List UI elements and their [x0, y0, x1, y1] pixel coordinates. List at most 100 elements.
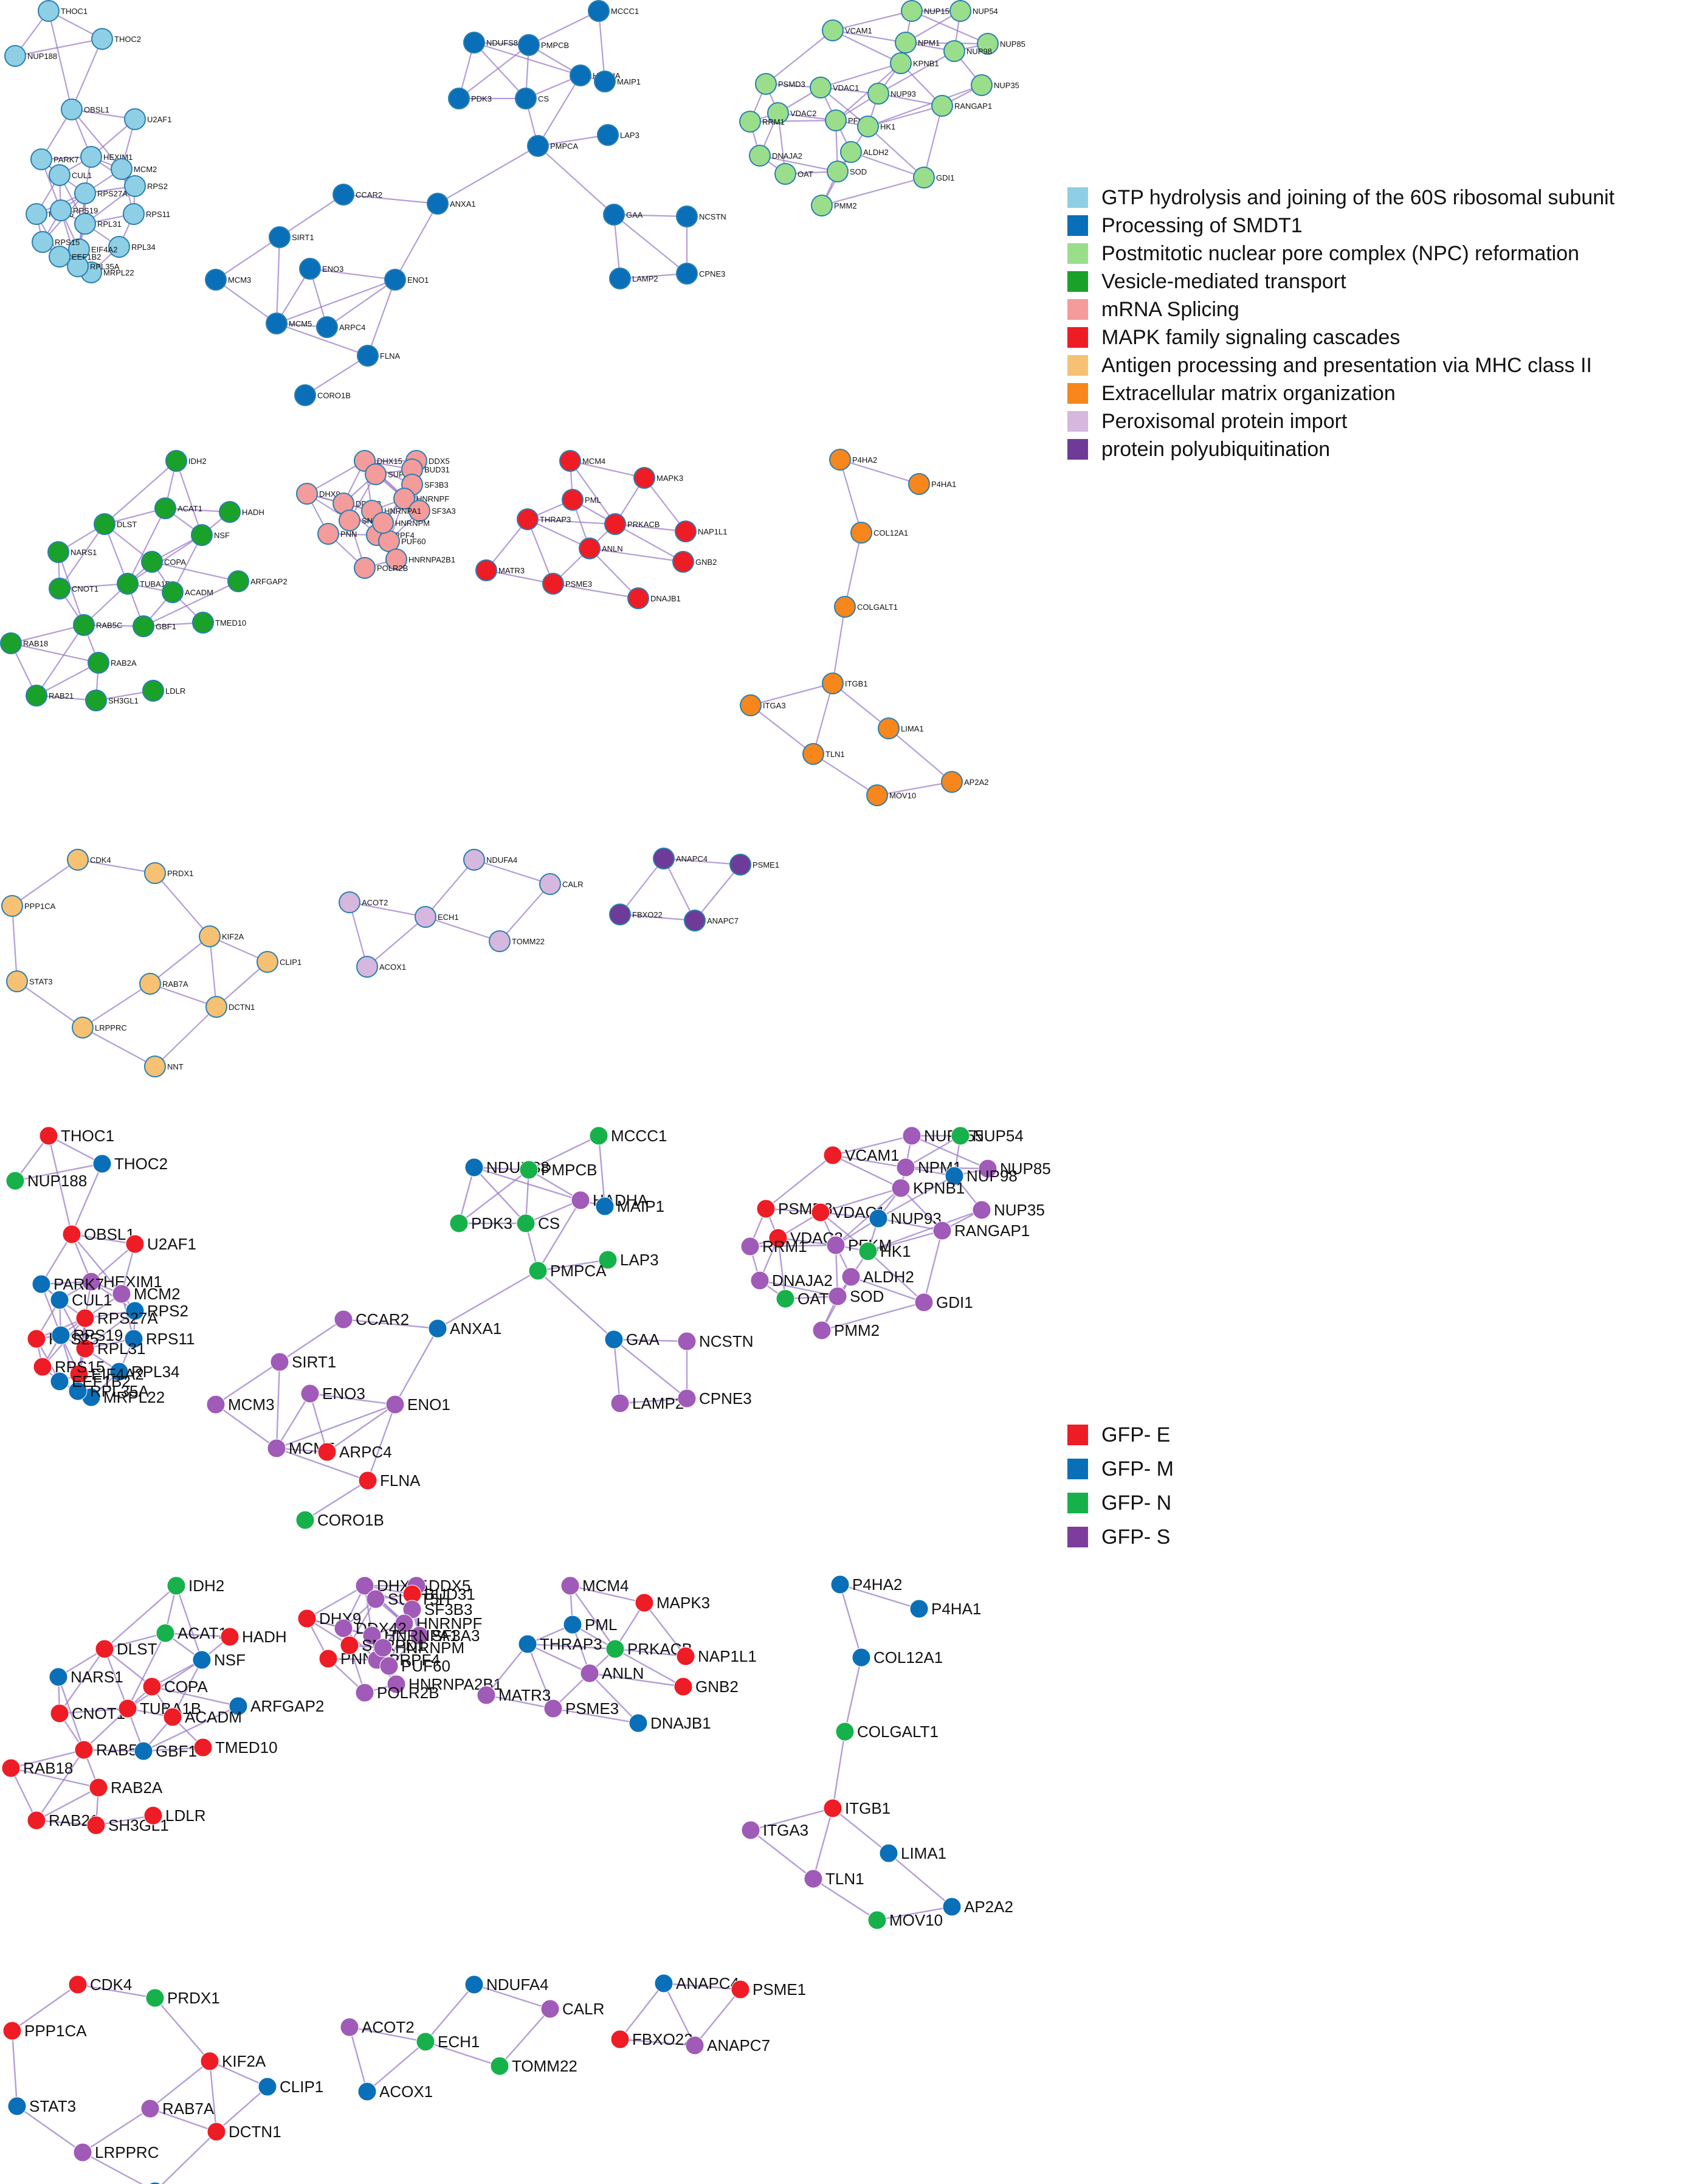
gene-node: PARK7 — [32, 1274, 104, 1294]
node-label: PMPCB — [541, 41, 569, 50]
gene-node: TOMM22 — [490, 2056, 577, 2076]
gene-node: RAB7A — [139, 973, 188, 995]
node-label: NUP93 — [891, 89, 916, 98]
node-marker — [296, 483, 318, 505]
network-edge — [619, 858, 664, 915]
network-edge — [619, 913, 695, 922]
gene-node: ANAPC4 — [653, 848, 708, 869]
network-edge — [486, 519, 528, 571]
network-edge — [151, 1659, 202, 1688]
gfp-legend-label: GFP- E — [1101, 1423, 1171, 1446]
network-edge — [537, 134, 608, 147]
gene-node: RANGAP1 — [931, 95, 992, 117]
gene-node: PNN — [317, 523, 357, 545]
network-edge — [161, 2131, 217, 2184]
node-label: TMED10 — [215, 1738, 278, 1757]
node-marker — [822, 19, 844, 41]
node-marker — [835, 1722, 855, 1741]
node-label: FLNA — [380, 1471, 421, 1490]
network-edge — [663, 858, 695, 921]
network-edge — [367, 916, 426, 967]
node-marker — [219, 501, 241, 523]
network-edge — [537, 1200, 582, 1271]
gene-node: RPL35A — [67, 255, 120, 277]
node-marker — [385, 548, 407, 570]
node-marker — [810, 77, 832, 98]
node-label: TOMM22 — [512, 2057, 577, 2075]
network-edge — [749, 119, 836, 123]
network-edge — [777, 1237, 836, 1246]
node-marker — [357, 2082, 377, 2101]
node-marker — [879, 1844, 898, 1863]
node-label: HNRNPA1 — [384, 1626, 458, 1645]
node-marker — [227, 570, 249, 592]
gene-node: HNRNPA2B1 — [385, 548, 455, 570]
node-label: ANAPC4 — [676, 854, 708, 863]
node-marker — [834, 596, 856, 618]
network-edge — [57, 1676, 85, 1750]
cluster-c3: NUP155NUP54VCAM1NPM1NUP85NUP98KPNB1PSMD3… — [740, 1126, 1051, 1340]
gene-node: PARK7 — [30, 148, 79, 170]
gene-node: CCAR2 — [332, 184, 382, 206]
network-edge — [923, 105, 943, 178]
edge-group — [11, 1983, 268, 2184]
network-edge — [474, 41, 581, 77]
gene-node: RAB2A — [89, 1778, 163, 1797]
gene-node: RRM1 — [739, 111, 785, 133]
network-edge — [835, 1187, 901, 1246]
node-label: MOV10 — [889, 791, 916, 800]
node-label: LDLR — [165, 686, 185, 696]
node-marker — [490, 2056, 509, 2076]
node-label: DNAJB1 — [650, 594, 681, 603]
gene-node: P4HA2 — [830, 1575, 902, 1594]
network-edge — [839, 1583, 920, 1610]
node-label: DHX9 — [319, 489, 340, 499]
node-marker — [142, 680, 164, 702]
network-edge — [306, 1584, 365, 1620]
gene-node: DCTN1 — [207, 2122, 281, 2141]
node-marker — [570, 64, 591, 86]
gene-node: MCM3 — [206, 1395, 275, 1414]
node-marker — [895, 32, 917, 54]
gene-node: RPS2 — [124, 175, 168, 197]
network-edge — [526, 519, 554, 584]
node-label: ACOT2 — [362, 898, 388, 907]
node-marker — [978, 1159, 997, 1178]
network-edge — [694, 864, 741, 921]
node-marker — [140, 2099, 160, 2118]
node-marker — [192, 612, 214, 634]
network-edge — [151, 561, 239, 582]
network-edge — [349, 2026, 426, 2043]
node-marker — [74, 1740, 94, 1760]
node-label: KPNB1 — [913, 1179, 965, 1197]
node-label: ITGB1 — [845, 1799, 891, 1817]
pathway-legend: GTP hydrolysis and joining of the 60S ri… — [1067, 184, 1614, 463]
node-label: RAB2A — [111, 1778, 163, 1797]
node-label: DCTN1 — [229, 1003, 255, 1012]
node-marker — [7, 2096, 27, 2116]
node-label: MRPL22 — [103, 268, 134, 277]
network-edge — [16, 981, 83, 1028]
node-marker — [464, 1975, 484, 1994]
node-marker — [332, 184, 354, 206]
network-edge — [619, 1983, 664, 2040]
gene-node: ANAPC7 — [684, 910, 739, 931]
node-marker — [676, 263, 698, 285]
network-edge — [812, 683, 834, 755]
gene-node: NDUFS8 — [464, 1158, 549, 1177]
pathway-legend-item: Vesicle-mediated transport — [1067, 268, 1614, 295]
node-marker — [387, 1674, 406, 1694]
gene-node: RPL35A — [68, 1381, 149, 1401]
gene-node: RPS19 — [50, 199, 98, 221]
node-marker — [909, 1599, 929, 1619]
gene-node: DNAJB1 — [629, 1713, 711, 1733]
node-marker — [50, 1372, 69, 1391]
node-label: U2AF1 — [147, 115, 171, 124]
node-marker — [977, 33, 999, 55]
pathway-legend-label: protein polyubiquitination — [1101, 437, 1331, 461]
node-marker — [62, 1225, 81, 1244]
node-label: NUP85 — [1000, 1159, 1051, 1178]
network-edge — [850, 151, 925, 179]
gene-node: SOD — [828, 1287, 884, 1306]
network-edge — [526, 1643, 554, 1709]
